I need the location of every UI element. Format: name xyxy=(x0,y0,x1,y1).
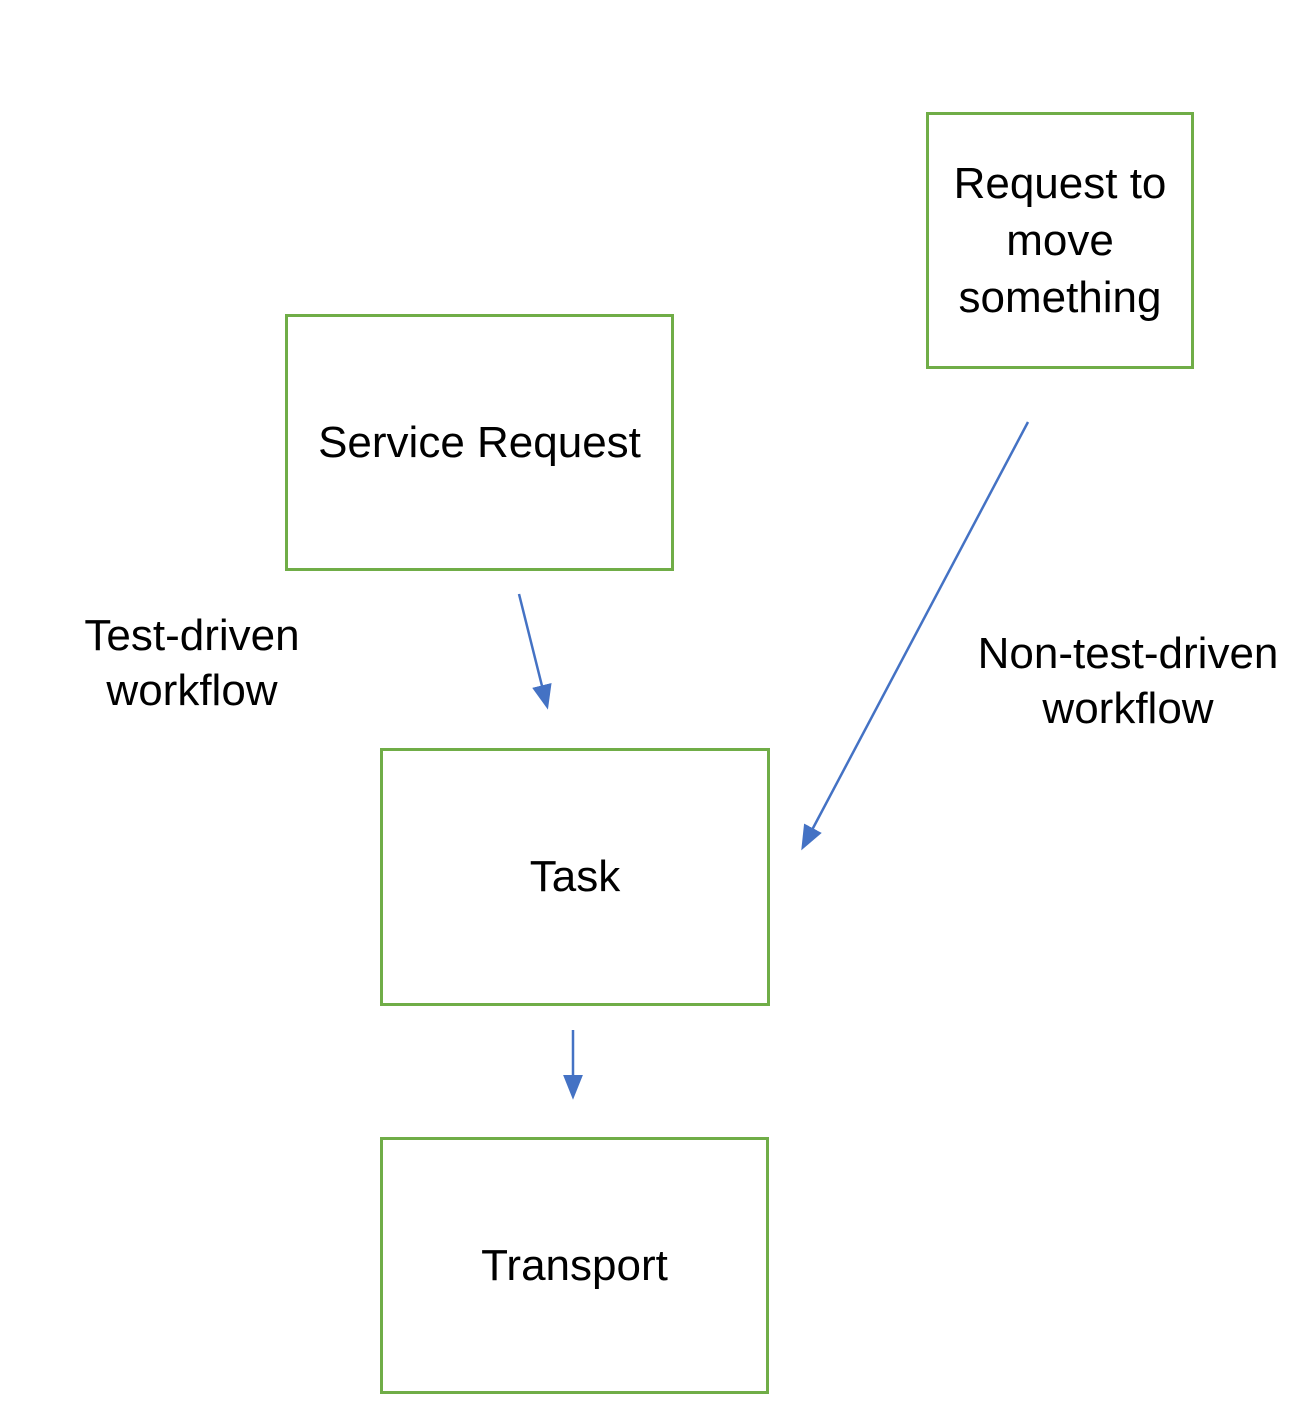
box-task: Task xyxy=(380,748,770,1006)
box-label-service-request: Service Request xyxy=(318,417,641,467)
box-service-request: Service Request xyxy=(285,314,674,571)
label-non-test-driven-workflow: Non-test-driven workflow xyxy=(977,629,1279,733)
label-test-driven-workflow: Test-driven workflow xyxy=(84,611,300,715)
box-label-transport: Transport xyxy=(481,1240,668,1290)
box-transport: Transport xyxy=(380,1137,769,1394)
box-request-to-move-something: Request to move something xyxy=(926,112,1194,369)
box-label-request-to-move-something: Request to move something xyxy=(953,158,1167,323)
box-label-task: Task xyxy=(529,852,621,902)
arrow-service-request-to-task xyxy=(517,593,552,710)
